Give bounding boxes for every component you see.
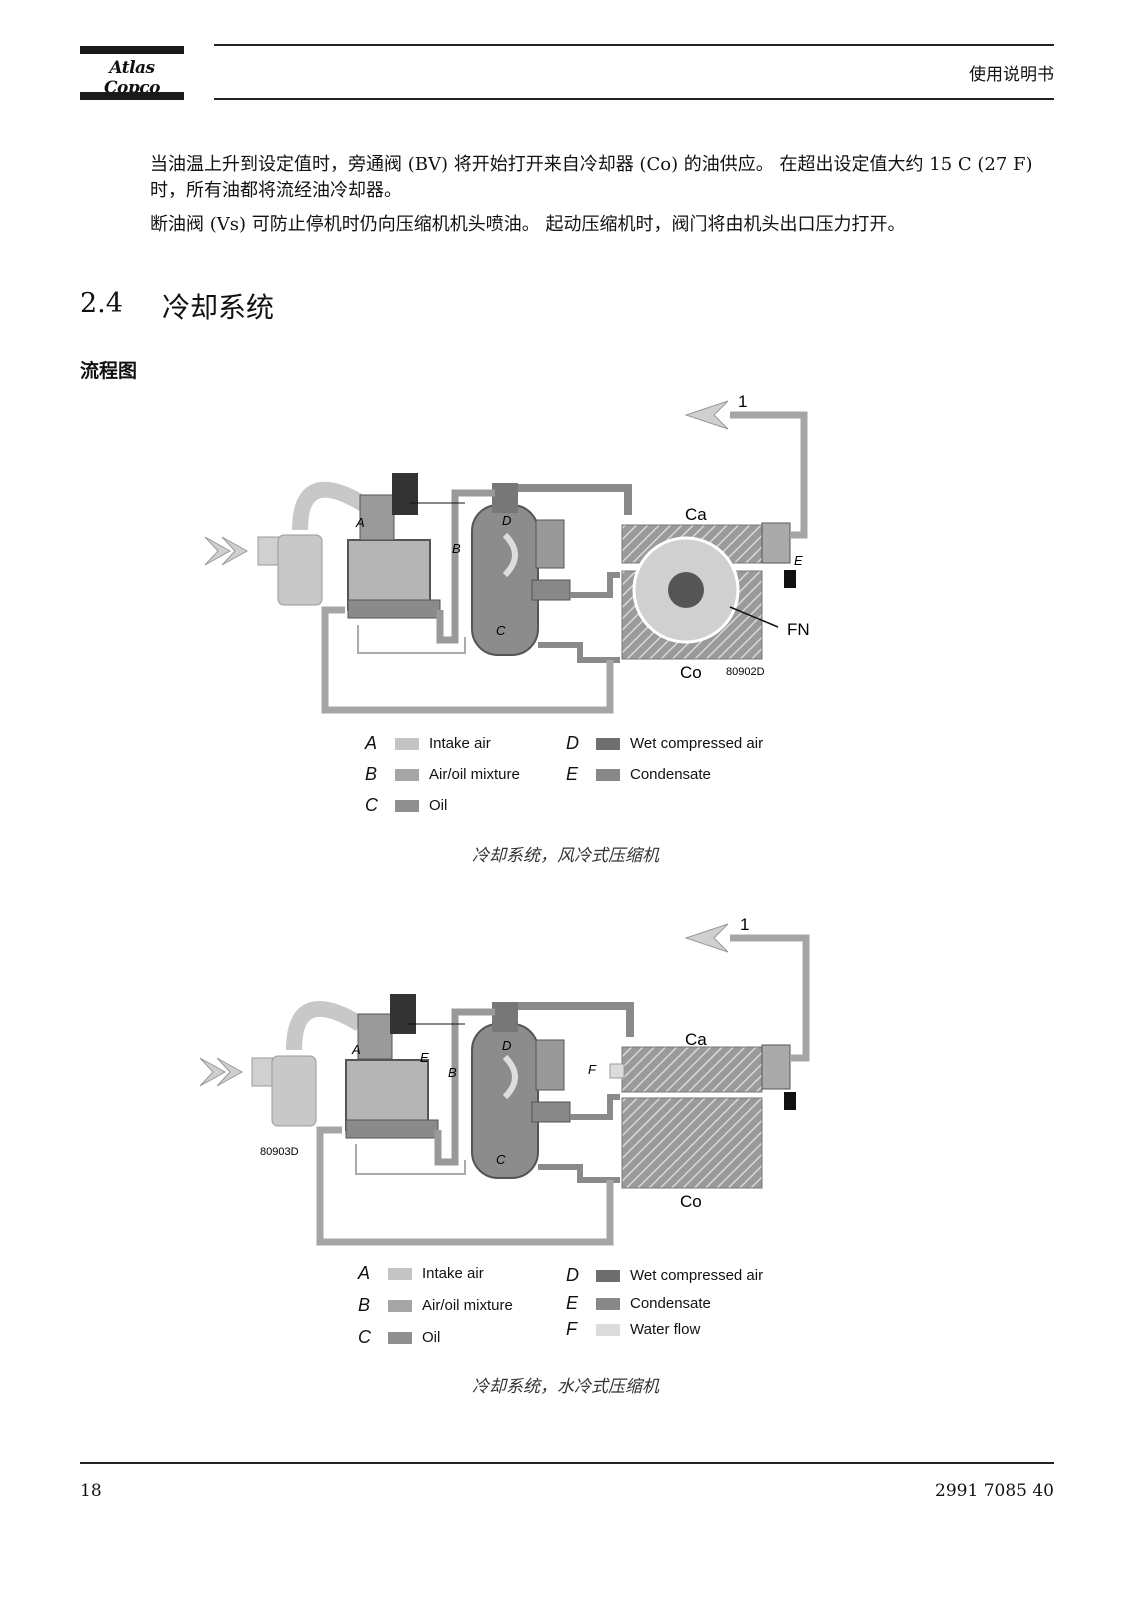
label-b: B [448, 1065, 457, 1080]
page-number: 18 [80, 1481, 102, 1501]
footer-rule [80, 1462, 1054, 1464]
section-title: 冷却系统 [162, 291, 275, 324]
document-type: 使用说明书 [969, 65, 1054, 85]
label-c: C [496, 623, 506, 638]
legend1-item-air-oil-mixture: B Air/oil mixture [365, 764, 520, 785]
diagram-code: 80902D [726, 666, 765, 678]
label-ca: Ca [685, 1030, 707, 1049]
water-cooled-cooling-diagram: 80903D 1 Ca Co A B C D E F [200, 912, 880, 1257]
legend-swatch [388, 1267, 412, 1280]
legend1-item-condensate: E Condensate [566, 764, 711, 785]
caption-water-cooled: 冷却系统，水冷式压缩机 [472, 1377, 659, 1397]
atlas-copco-logo: Atlas Copco [80, 46, 184, 100]
legend-letter: B [365, 764, 378, 784]
legend-swatch [596, 1269, 620, 1282]
paragraph-oil-stop-valve: 断油阀 (Vs) 可防止停机时仍向压缩机机头喷油。 起动压缩机时，阀门将由机头出… [150, 214, 906, 235]
legend2-item-oil: C Oil [358, 1327, 440, 1348]
legend-letter: E [566, 1293, 579, 1313]
legend-label: Intake air [429, 735, 491, 752]
legend-letter: C [365, 795, 378, 815]
legend2-item-water-flow: F Water flow [566, 1319, 700, 1340]
legend-letter: B [358, 1295, 371, 1315]
legend-letter: D [566, 733, 579, 753]
legend-label: Air/oil mixture [422, 1297, 513, 1314]
legend2-item-wet-compressed-air: D Wet compressed air [566, 1265, 763, 1286]
legend-swatch [395, 737, 419, 750]
header-rule-bottom [214, 98, 1054, 100]
label-d: D [502, 1038, 511, 1053]
label-e: E [794, 553, 803, 568]
legend-letter: F [566, 1319, 577, 1339]
label-f: F [588, 1062, 597, 1077]
legend1-item-intake-air: A Intake air [365, 733, 491, 754]
legend2-item-intake-air: A Intake air [358, 1263, 484, 1284]
legend-letter: A [358, 1263, 371, 1283]
legend-letter: D [566, 1265, 579, 1285]
air-cooled-cooling-diagram: 1 Ca Co FN 80902D A B C D E [200, 395, 880, 725]
label-co: Co [680, 1192, 702, 1211]
legend-label: Condensate [630, 766, 711, 783]
legend2-item-condensate: E Condensate [566, 1293, 711, 1314]
label-e: E [420, 1050, 429, 1065]
label-b: B [452, 541, 461, 556]
caption-air-cooled: 冷却系统，风冷式压缩机 [472, 846, 659, 866]
label-ca: Ca [685, 505, 707, 524]
label-d: D [502, 513, 511, 528]
legend-letter: E [566, 764, 579, 784]
label-fn: FN [787, 620, 810, 639]
label-a: A [351, 1042, 361, 1057]
legend-label: Air/oil mixture [429, 766, 520, 783]
header-rule-top [214, 44, 1054, 46]
legend-label: Intake air [422, 1265, 484, 1282]
label-1: 1 [740, 915, 749, 934]
legend-label: Wet compressed air [630, 735, 764, 752]
legend-swatch [395, 768, 419, 781]
legend-swatch [388, 1299, 412, 1312]
legend-label: Water flow [630, 1321, 701, 1338]
legend-swatch [596, 768, 620, 781]
flow-chart-subheading: 流程图 [80, 360, 138, 382]
legend-label: Condensate [630, 1295, 711, 1312]
legend-label: Oil [422, 1329, 441, 1346]
label-1: 1 [738, 395, 747, 411]
legend1-item-wet-compressed-air: D Wet compressed air [566, 733, 763, 754]
legend-letter: C [358, 1327, 371, 1347]
legend-swatch [596, 737, 620, 750]
legend-swatch [596, 1323, 620, 1336]
legend2-item-air-oil-mixture: B Air/oil mixture [358, 1295, 513, 1316]
paragraph-bypass-valve: 当油温上升到设定值时，旁通阀 (BV) 将开始打开来自冷却器 (Co) 的油供应… [150, 154, 1033, 201]
legend-label: Wet compressed air [630, 1267, 764, 1284]
label-a: A [355, 515, 365, 530]
legend-label: Oil [429, 797, 448, 814]
label-c: C [496, 1152, 506, 1167]
legend1-item-oil: C Oil [365, 795, 447, 816]
legend-swatch [388, 1331, 412, 1344]
legend-swatch [596, 1297, 620, 1310]
document-number: 2991 7085 40 [935, 1481, 1054, 1501]
legend-letter: A [365, 733, 378, 753]
section-number: 2.4 [80, 288, 123, 319]
diagram-code: 80903D [260, 1146, 299, 1158]
label-co: Co [680, 663, 702, 682]
legend-swatch [395, 799, 419, 812]
